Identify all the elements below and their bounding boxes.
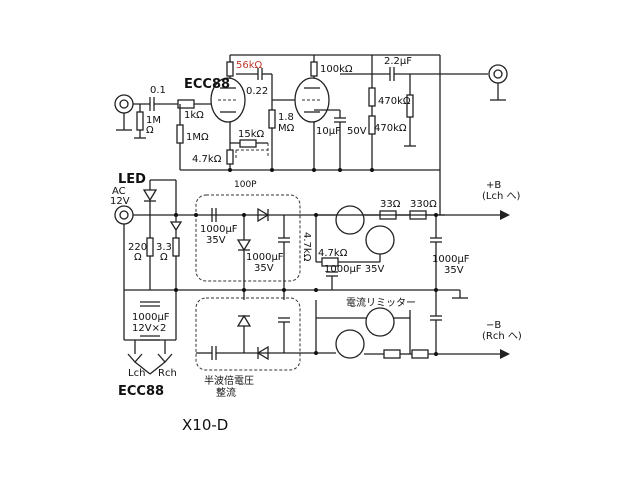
power-supply-section xyxy=(114,170,510,375)
label-cap-1000-mid: 1000μF 35V xyxy=(324,264,384,275)
label-tube-ecc88: ECC88 xyxy=(184,77,230,92)
label-b-minus-dest: (Rch へ) xyxy=(482,331,522,342)
label-r-33ohm: 33Ω xyxy=(380,199,401,210)
label-cap-0-22: 0.22 xyxy=(246,86,268,97)
arrow-b-minus xyxy=(500,349,510,359)
led-diode xyxy=(142,189,158,202)
resistor-56k xyxy=(226,61,234,77)
label-b-plus-dest: (Lch へ) xyxy=(482,191,520,202)
transistor-lower-a xyxy=(335,329,365,359)
label-r-56k: 56kΩ xyxy=(236,60,263,71)
label-ac: AC xyxy=(112,186,126,197)
resistor-15k xyxy=(239,139,257,148)
label-r-100k: 100kΩ xyxy=(320,64,353,75)
arrow-b-plus xyxy=(500,210,510,220)
label-half-wave-doubler: 半波倍電圧 xyxy=(204,374,254,387)
resistor-1m-grid xyxy=(176,124,184,144)
label-r-1-8m-a: 1.8 xyxy=(278,112,294,123)
label-cap-1000-a: 1000μF xyxy=(200,224,238,235)
caption-model: X10-D xyxy=(182,416,228,434)
ac-jack-outer xyxy=(114,205,134,225)
label-cap-1000-right: 1000μF xyxy=(432,254,470,265)
label-r-1m-input-unit: Ω xyxy=(146,125,154,136)
label-ac-voltage: 12V xyxy=(110,196,130,207)
input-jack-inner xyxy=(119,99,129,109)
label-rch: Rch xyxy=(158,368,177,379)
label-r-3-3-unit: Ω xyxy=(160,252,168,263)
label-cap-1000-b-voltage: 35V xyxy=(254,263,274,274)
diode-lower-a xyxy=(256,345,269,361)
label-lch: Lch xyxy=(128,368,145,379)
output-jack-inner xyxy=(493,69,503,79)
diode-upper-a xyxy=(257,207,270,223)
label-b-plus: +B xyxy=(486,180,501,191)
label-r-220: 220 xyxy=(128,242,147,253)
resistor-470k-a xyxy=(368,87,376,107)
label-r-220-unit: Ω xyxy=(134,252,142,263)
label-cap-100p: 100P xyxy=(234,180,257,190)
resistor-4-7k-top xyxy=(226,149,234,165)
label-cap-bank-voltage: 12V×2 xyxy=(132,323,166,334)
preamp-section xyxy=(114,54,508,172)
label-cap-2-2uf: 2.2μF xyxy=(384,56,412,67)
diode-upper-b xyxy=(236,239,252,252)
resistor-1-8m xyxy=(268,109,276,129)
resistor-3-3 xyxy=(172,237,180,257)
label-rectifier: 整流 xyxy=(216,386,236,399)
label-cap-1000-a-voltage: 35V xyxy=(206,235,226,246)
label-current-limiter: 電流リミッター xyxy=(346,296,416,309)
label-cap-10uf: 10μF xyxy=(316,126,341,137)
label-r-330: 330Ω xyxy=(410,199,437,210)
label-r-15k: 15kΩ xyxy=(238,129,265,140)
label-b-minus: −B xyxy=(486,320,501,331)
label-r-3-3: 3.3 xyxy=(156,242,172,253)
label-cap-1000-right-voltage: 35V xyxy=(444,265,464,276)
ac-jack-inner xyxy=(119,210,129,220)
output-jack-outer xyxy=(488,64,508,84)
label-r-1m-grid: 1MΩ xyxy=(186,132,209,143)
resistor-lower-a xyxy=(383,349,401,359)
label-r-470k-a: 470kΩ xyxy=(378,96,411,107)
resistor-100k xyxy=(310,61,318,77)
resistor-1m-input xyxy=(136,111,144,131)
label-cap-50v: 50V xyxy=(347,126,367,137)
resistor-220 xyxy=(146,237,154,257)
doubler-box-lower xyxy=(195,297,301,371)
label-r-4-7k-vertical: 4.7kΩ xyxy=(301,232,312,262)
diode-small xyxy=(169,221,183,232)
label-cap-bank: 1000μF xyxy=(132,312,170,323)
transistor-lower-b xyxy=(365,307,395,337)
label-r-1m-input: 1M xyxy=(146,115,161,126)
label-tube-ecc88-bottom: ECC88 xyxy=(118,384,164,399)
doubler-box-upper xyxy=(195,194,301,282)
diode-lower-b xyxy=(236,314,252,327)
transistor-upper-b xyxy=(365,225,395,255)
input-jack-outer xyxy=(114,94,134,114)
label-cap-1000-b: 1000μF xyxy=(246,252,284,263)
transistor-upper-a xyxy=(335,205,365,235)
label-led: LED xyxy=(118,172,146,187)
label-cap-0-1: 0.1 xyxy=(150,85,166,96)
resistor-lower-b xyxy=(411,349,429,359)
label-r-470k-b: 470kΩ xyxy=(374,123,407,134)
label-r-4-7k-top: 4.7kΩ xyxy=(192,154,222,165)
label-r-1k: 1kΩ xyxy=(184,110,204,121)
label-r-1-8m-b: MΩ xyxy=(278,123,295,134)
label-r-4-7k-mid: 4.7kΩ xyxy=(318,248,348,259)
